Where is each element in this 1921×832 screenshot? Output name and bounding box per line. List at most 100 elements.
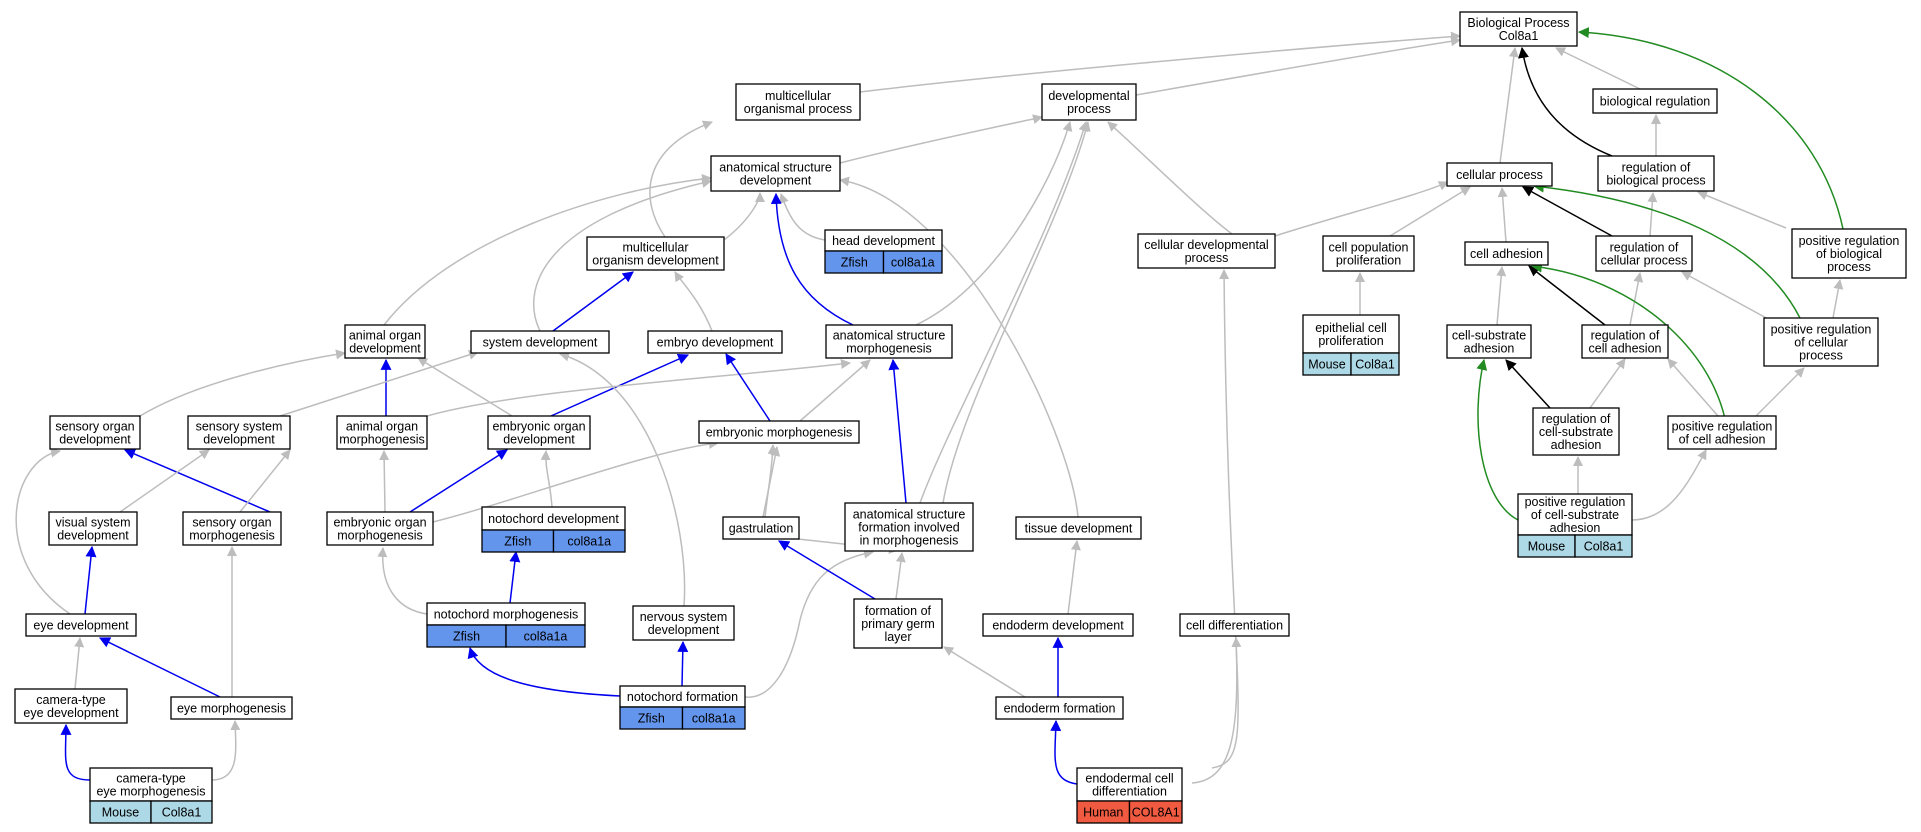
go-term-br[interactable]: biological regulation	[1592, 88, 1718, 114]
go-term-label: endoderm formation	[1004, 702, 1116, 716]
go-term-label: morphogenesis	[339, 433, 424, 447]
go-term-label: gastrulation	[729, 522, 794, 536]
go-term-box	[1597, 155, 1715, 192]
edge-gray-51	[379, 450, 390, 513]
go-term-celld[interactable]: cell differentiation	[1179, 613, 1290, 637]
edge-gray-56	[432, 438, 719, 523]
edge-gray-66	[559, 351, 686, 607]
go-term-label: development	[57, 529, 129, 543]
go-term-label: system development	[483, 336, 598, 350]
edge-gray-38	[383, 173, 712, 326]
go-term-endf[interactable]: endoderm formation	[995, 696, 1124, 720]
go-term-label: regulation of	[1542, 412, 1611, 426]
go-term-box	[326, 511, 434, 546]
go-term-label: eye morphogenesis	[96, 785, 205, 799]
go-term-em[interactable]: embryonic morphogenesis	[698, 420, 860, 444]
edge-gray-70	[895, 552, 906, 600]
go-term-eyem[interactable]: eye morphogenesis	[170, 696, 293, 720]
go-term-label: Col8a1	[1499, 29, 1539, 43]
go-term-label: sensory system	[196, 420, 283, 434]
go-term-box	[1076, 767, 1183, 802]
go-term-eyed[interactable]: eye development	[25, 613, 137, 637]
gene-label: col8a1a	[891, 256, 935, 270]
go-term-label: differentiation	[1092, 785, 1167, 799]
go-term-endd[interactable]: endoderm development	[982, 613, 1134, 637]
edge-blue-62	[99, 637, 221, 698]
go-term-box	[1791, 228, 1907, 279]
go-term-box	[710, 155, 841, 192]
species-label: Mouse	[1308, 358, 1346, 372]
go-term-box	[1464, 241, 1549, 266]
go-term-sd[interactable]: system development	[470, 330, 610, 354]
edge-blue-33	[770, 192, 854, 326]
go-term-label: formation of	[865, 604, 932, 618]
go-term-label: cell-substrate	[1539, 425, 1613, 439]
gene-cell	[681, 706, 746, 730]
edge-gray-30	[839, 114, 1043, 164]
go-term-cp[interactable]: cellular process	[1446, 162, 1553, 187]
go-term-box	[187, 415, 291, 450]
go-term-box	[722, 516, 800, 540]
go-term-label: development	[648, 623, 720, 637]
edge-gray-75	[943, 646, 1026, 698]
go-term-label: positive regulation	[1771, 323, 1872, 337]
edge-gray-48	[139, 349, 346, 417]
go-term-box	[1446, 324, 1532, 359]
gene-label: Col8a1	[1584, 540, 1624, 554]
edge-gray-4	[1555, 47, 1641, 90]
go-term-ca[interactable]: cell adhesion	[1464, 241, 1549, 266]
go-term-label: animal organ	[349, 329, 421, 343]
species-label: Zfish	[638, 712, 665, 726]
go-term-label: camera-type	[116, 772, 186, 786]
go-term-ed[interactable]: embryo development	[647, 330, 783, 354]
go-term-box	[1015, 516, 1142, 540]
edge-gray-31	[723, 192, 765, 241]
go-term-td[interactable]: tissue development	[1015, 516, 1142, 540]
go-term-gas[interactable]: gastrulation	[722, 516, 800, 540]
go-term-label: cell-substrate	[1452, 329, 1526, 343]
edge-gray-34	[915, 121, 1073, 326]
go-term-label: development	[349, 342, 421, 356]
edge-blue-52	[123, 448, 271, 513]
go-term-label: morphogenesis	[189, 529, 274, 543]
go-term-label: of cellular	[1794, 336, 1848, 350]
go-term-box	[1446, 162, 1553, 187]
